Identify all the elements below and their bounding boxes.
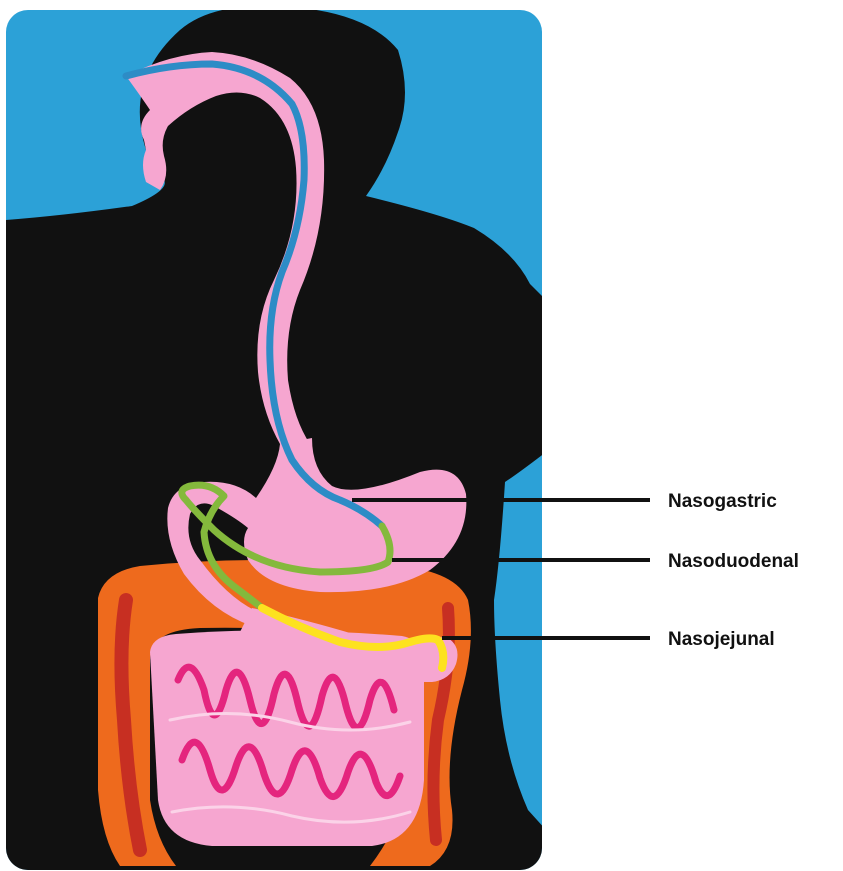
- nasogastric-label: Nasogastric: [668, 491, 777, 512]
- nasoduodenal-label: Nasoduodenal: [668, 551, 799, 572]
- nasojejunal-label: Nasojejunal: [668, 629, 775, 650]
